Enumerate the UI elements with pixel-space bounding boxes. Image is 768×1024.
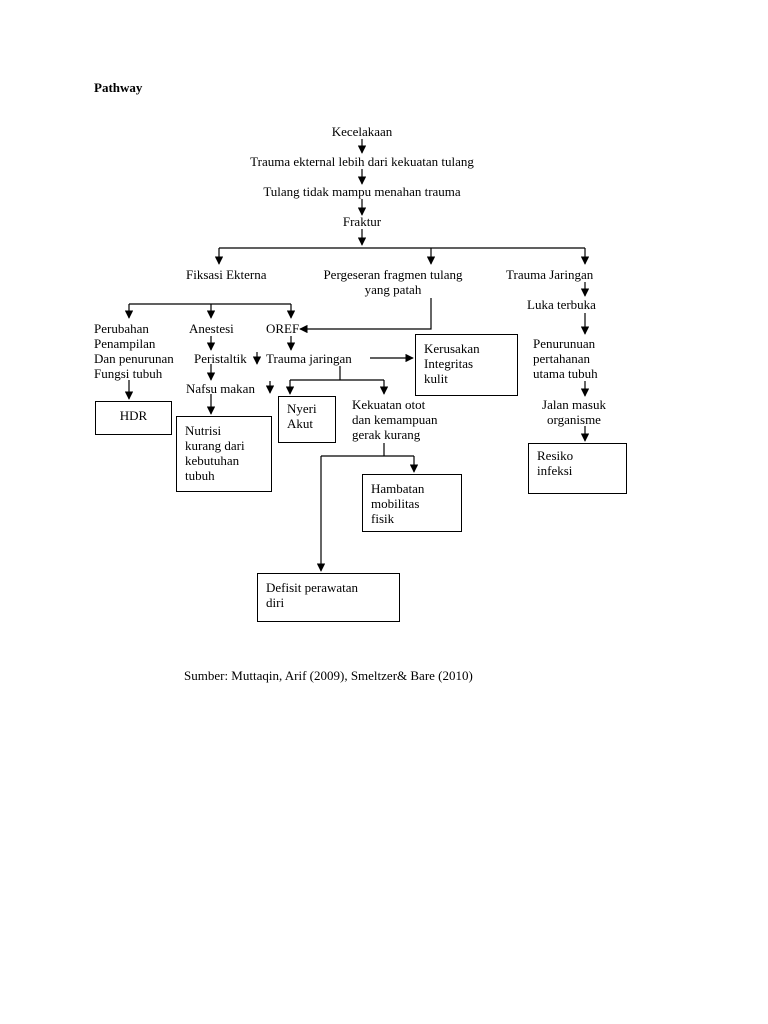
penurunan-line-2: pertahanan	[533, 351, 591, 366]
node-tulang-tidak-mampu: Tulang tidak mampu menahan trauma	[263, 184, 461, 199]
node-kecelakaan: Kecelakaan	[331, 124, 393, 139]
box-hdr: HDR	[95, 401, 172, 435]
node-trauma-jaringan-mid: Trauma jaringan	[266, 351, 352, 366]
nyeri-line-1: Nyeri	[287, 401, 317, 416]
page-title: Pathway	[94, 80, 143, 95]
perubahan-line-2: Penampilan	[94, 336, 156, 351]
box-defisit-perawatan: Defisit perawatan diri	[257, 573, 400, 622]
box-kerusakan-integritas: Kerusakan Integritas kulit	[415, 334, 518, 396]
nutrisi-line-2: kurang dari	[185, 438, 245, 453]
node-fraktur: Fraktur	[342, 214, 382, 229]
nyeri-line-2: Akut	[287, 416, 313, 431]
perubahan-line-3: Dan penurunan	[94, 351, 174, 366]
node-anestesi: Anestesi	[189, 321, 234, 336]
hambatan-line-3: fisik	[371, 511, 395, 526]
pergeseran-line-2: yang patah	[364, 282, 422, 297]
kekuatan-line-2: dan kemampuan	[352, 412, 438, 427]
node-penurunan-pertahanan: Penurunuan pertahanan utama tubuh	[533, 336, 598, 381]
penurunan-line-3: utama tubuh	[533, 366, 598, 381]
jalan-line-2: organisme	[547, 412, 601, 427]
perubahan-line-1: Perubahan	[94, 321, 149, 336]
node-pergeseran: Pergeseran fragmen tulang yang patah	[308, 267, 478, 297]
node-trauma-eksternal: Trauma ekternal lebih dari kekuatan tula…	[250, 154, 474, 169]
kekuatan-line-1: Kekuatan otot	[352, 397, 426, 412]
perubahan-line-4: Fungsi tubuh	[94, 366, 163, 381]
box-nyeri-akut: Nyeri Akut	[278, 396, 336, 443]
nutrisi-line-1: Nutrisi	[185, 423, 222, 438]
node-fiksasi-eksterna: Fiksasi Ekterna	[186, 267, 267, 282]
hambatan-line-1: Hambatan	[371, 481, 425, 496]
kerusakan-line-3: kulit	[424, 371, 448, 386]
box-resiko-infeksi: Resiko infeksi	[528, 443, 627, 494]
node-kekuatan-otot: Kekuatan otot dan kemampuan gerak kurang	[352, 397, 438, 442]
node-oref: OREF	[266, 321, 300, 336]
kerusakan-line-2: Integritas	[424, 356, 474, 371]
node-peristaltik: Peristaltik	[194, 351, 247, 366]
kekuatan-line-3: gerak kurang	[352, 427, 421, 442]
nutrisi-line-3: kebutuhan	[185, 453, 240, 468]
kerusakan-line-1: Kerusakan	[424, 341, 480, 356]
pergeseran-line-1: Pergeseran fragmen tulang	[323, 267, 463, 282]
defisit-line-1: Defisit perawatan	[266, 580, 359, 595]
jalan-line-1: Jalan masuk	[542, 397, 606, 412]
node-nafsu-makan: Nafsu makan	[186, 381, 255, 396]
node-jalan-masuk: Jalan masuk organisme	[530, 397, 618, 427]
penurunan-line-1: Penurunuan	[533, 336, 596, 351]
nutrisi-line-4: tubuh	[185, 468, 215, 483]
node-trauma-jaringan-top: Trauma Jaringan	[506, 267, 594, 282]
arrow-pergeseran-to-oref	[299, 298, 432, 334]
box-hambatan-mobilitas: Hambatan mobilitas fisik	[362, 474, 462, 532]
node-luka-terbuka: Luka terbuka	[527, 297, 596, 312]
box-nutrisi: Nutrisi kurang dari kebutuhan tubuh	[176, 416, 272, 492]
resiko-line-2: infeksi	[537, 463, 573, 478]
hdr-label: HDR	[119, 408, 148, 423]
defisit-line-2: diri	[266, 595, 285, 610]
node-perubahan-penampilan: Perubahan Penampilan Dan penurunan Fungs…	[94, 321, 174, 381]
source-citation: Sumber: Muttaqin, Arif (2009), Smeltzer&…	[184, 668, 473, 683]
hambatan-line-2: mobilitas	[371, 496, 420, 511]
resiko-line-1: Resiko	[537, 448, 574, 463]
